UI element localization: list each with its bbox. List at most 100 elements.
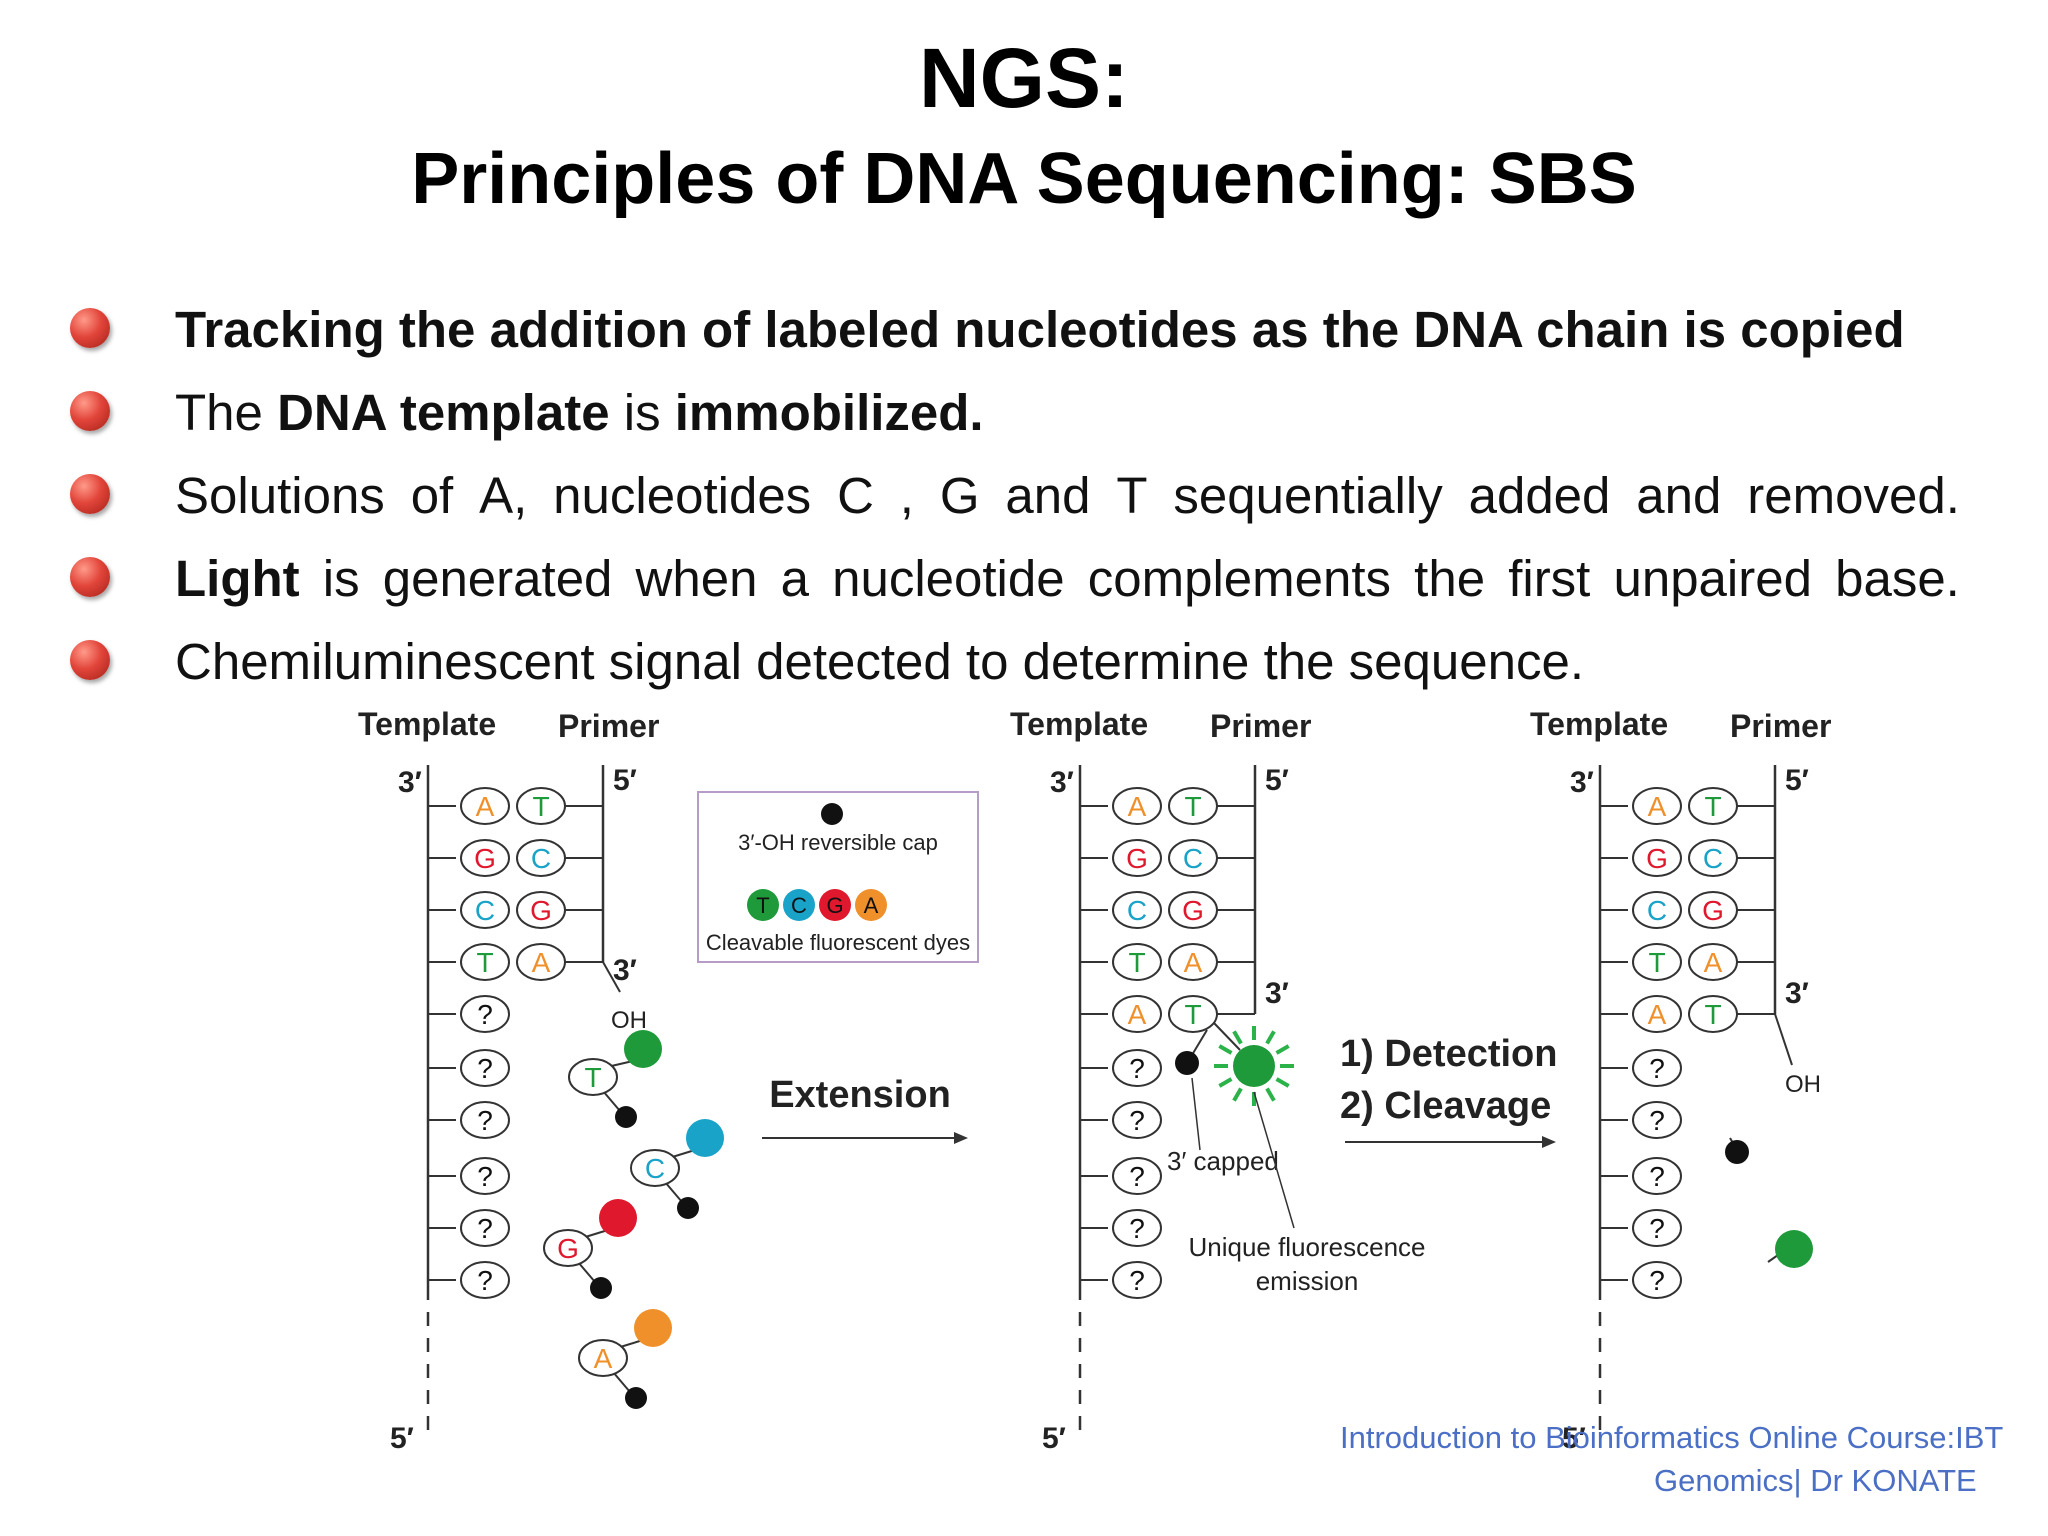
unknown-nucleotide-shape (460, 1209, 510, 1247)
template-nucleotide-shape (1632, 891, 1682, 929)
fluorescent-dye (599, 1199, 637, 1237)
legend-dye-label: A (864, 893, 879, 918)
template-nucleotide-label: G (474, 843, 496, 874)
unknown-nucleotide-label: ? (477, 999, 493, 1030)
bullet-list: Tracking the addition of labeled nucleot… (70, 288, 1970, 703)
bullet-text-part: Tracking the addition of labeled nucleot… (175, 301, 1905, 358)
unknown-nucleotide-label: ? (1129, 1265, 1145, 1296)
footer-author: Genomics| Dr KONATE (1654, 1463, 1977, 1498)
bullet-word: base. (1835, 550, 1960, 607)
template-label: Template (1010, 706, 1148, 742)
bullet-icon (70, 640, 110, 680)
bullet-word: a (780, 550, 809, 607)
bullet-word: Solutions (175, 467, 385, 524)
three-prime-label: 3′ (1570, 766, 1594, 799)
cleavage-label: 2) Cleavage (1340, 1085, 1551, 1127)
cleaved-dye-linker (1767, 1254, 1779, 1263)
unknown-nucleotide-shape (1112, 1157, 1162, 1195)
free-nucleotide-shape (543, 1229, 593, 1267)
template-label: Template (358, 706, 496, 742)
primer-nucleotide-label: T (1184, 999, 1201, 1030)
unknown-nucleotide-label: ? (1129, 1161, 1145, 1192)
bullet-text-part: The (175, 384, 278, 441)
bullet-word: T (1116, 467, 1148, 524)
bullet-word: of (410, 467, 454, 524)
bullet-word: unpaired (1613, 550, 1812, 607)
bullet-icon (70, 474, 110, 514)
template-nucleotide-label: G (1126, 843, 1148, 874)
bullet-word: nucleotides (553, 467, 812, 524)
detection-label: 1) Detection (1340, 1033, 1557, 1075)
free-nucleotide-shape (578, 1339, 628, 1377)
reversible-cap (1175, 1051, 1199, 1075)
bullet-word: and (1005, 467, 1091, 524)
legend-dyes-label: Cleavable fluorescent dyes (706, 930, 970, 955)
legend-dye-dot (819, 889, 851, 921)
unknown-nucleotide-label: ? (1129, 1053, 1145, 1084)
emitting-dye (1233, 1045, 1275, 1087)
footer-course: Introduction to Bioinformatics Online Co… (1340, 1420, 2004, 1455)
primer-nucleotide-label: G (1182, 895, 1204, 926)
capped-label: 3′ capped (1167, 1146, 1279, 1176)
legend-dye-label: G (826, 893, 843, 918)
template-nucleotide-shape (1632, 839, 1682, 877)
template-nucleotide-label: G (1646, 843, 1668, 874)
unknown-nucleotide-label: ? (477, 1105, 493, 1136)
cap-linker (602, 1090, 621, 1112)
bullet-word: sequentially (1173, 467, 1443, 524)
bullet-word: the (1414, 550, 1486, 607)
template-nucleotide-shape (460, 891, 510, 929)
bullet-word: generated (382, 550, 613, 607)
cleaved-dye (1775, 1230, 1813, 1268)
template-nucleotide-shape (1112, 995, 1162, 1033)
unknown-nucleotide-shape (460, 995, 510, 1033)
template-nucleotide-label: A (1648, 791, 1667, 822)
bullet-word: complements (1087, 550, 1392, 607)
emission-label-line1: Unique fluorescence (1188, 1232, 1425, 1262)
primer-label: Primer (1210, 708, 1311, 744)
primer-nucleotide-label: T (1704, 999, 1721, 1030)
primer-nucleotide-label: A (1184, 947, 1203, 978)
bullet-word: removed. (1747, 467, 1960, 524)
template-nucleotide-shape (460, 839, 510, 877)
bullet-word: when (635, 550, 758, 607)
oh-label: OH (611, 1007, 647, 1034)
cleavage-arrow-head (1542, 1136, 1556, 1148)
bullet-word: C (837, 467, 874, 524)
five-prime-label: 5′ (1265, 764, 1289, 797)
emission-ray (1265, 1087, 1276, 1102)
unknown-nucleotide-shape (1632, 1157, 1682, 1195)
unknown-nucleotide-label: ? (477, 1213, 493, 1244)
legend-dye-label: T (756, 893, 769, 918)
template-nucleotide-label: C (1647, 895, 1667, 926)
template-nucleotide-shape (460, 943, 510, 981)
primer-nucleotide-label: C (1703, 843, 1723, 874)
bullet-text-part: DNA template (277, 384, 610, 441)
unknown-nucleotide-label: ? (1649, 1265, 1665, 1296)
bullet-word: A, (479, 467, 528, 524)
emission-ray (1218, 1044, 1233, 1055)
bullet-icon (70, 308, 110, 348)
primer-nucleotide-label: T (1704, 791, 1721, 822)
bullet-item: Chemiluminescent signal detected to dete… (70, 620, 1970, 703)
primer-nucleotide-label: G (530, 895, 552, 926)
unknown-nucleotide-shape (1112, 1049, 1162, 1087)
emission-ray (1232, 1030, 1243, 1045)
emission-ray (1275, 1044, 1290, 1055)
bullet-word: and (1636, 467, 1722, 524)
emission-pointer (1253, 1091, 1295, 1229)
oh-label: OH (1785, 1071, 1821, 1098)
unknown-nucleotide-label: ? (1649, 1161, 1665, 1192)
unknown-nucleotide-shape (460, 1101, 510, 1139)
free-nucleotide-label: A (594, 1343, 613, 1374)
template-nucleotide-shape (1112, 891, 1162, 929)
bullet-word: first (1508, 550, 1591, 607)
unknown-nucleotide-shape (1112, 1261, 1162, 1299)
capped-pointer (1191, 1077, 1201, 1151)
template-nucleotide-shape (460, 787, 510, 825)
emission-label-line2: emission (1256, 1266, 1359, 1296)
primer-nucleotide-label: T (1184, 791, 1201, 822)
